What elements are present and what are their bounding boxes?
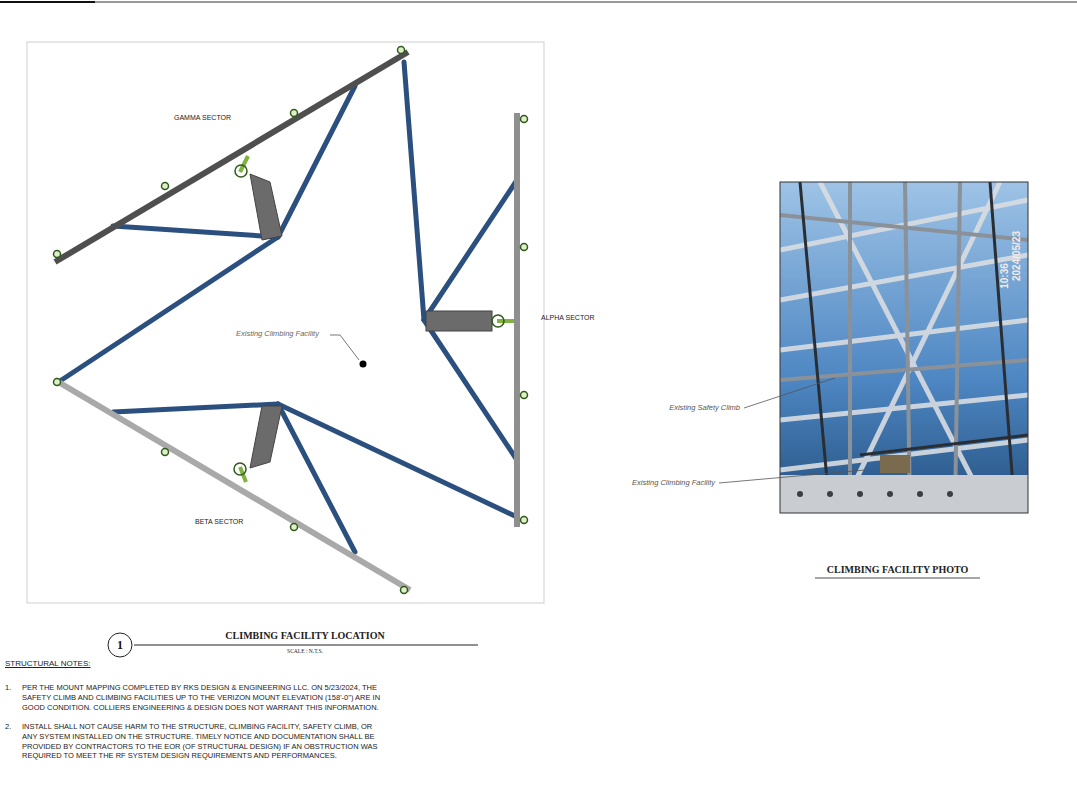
title-underline <box>815 578 980 579</box>
note-text: INSTALL SHALL NOT CAUSE HARM TO THE STRU… <box>22 722 382 761</box>
drawing-title: CLIMBING FACILITY PHOTO <box>790 564 1005 576</box>
sector-label: ALPHA SECTOR <box>541 314 595 322</box>
sector-label: GAMMA SECTOR <box>174 114 231 122</box>
sheet-border <box>0 2 1077 3</box>
scale-note: SCALE : N.T.S. <box>255 648 355 655</box>
leader-line <box>744 378 835 408</box>
note-number: 2. <box>5 722 11 731</box>
callout-outline <box>108 633 132 657</box>
photo-timestamp: 2024/05/23 <box>1011 231 1023 281</box>
mount-pipe <box>55 52 408 262</box>
note-text: PER THE MOUNT MAPPING COMPLETED BY RKS D… <box>22 683 382 712</box>
sector-label: BETA SECTOR <box>195 518 243 526</box>
photo-frame <box>780 182 1028 513</box>
drawing-frame <box>27 42 544 603</box>
sheet-border <box>0 1 95 3</box>
callout-label: Existing Climbing Facility <box>236 329 319 338</box>
drawing-title: CLIMBING FACILITY LOCATION <box>170 630 440 642</box>
callout-label: Existing Safety Climb <box>590 403 740 412</box>
leader-line <box>330 335 359 360</box>
pipe-clamp <box>234 165 504 475</box>
pipe-clamp <box>240 156 514 482</box>
callout-number: 1 <box>117 638 123 653</box>
standoff-arm <box>250 174 492 468</box>
pipe-clip <box>54 47 528 594</box>
photo-timestamp: 10:36 <box>999 263 1011 289</box>
mount-frame <box>57 62 517 552</box>
note-number: 1. <box>5 683 11 692</box>
title-line <box>134 645 478 646</box>
climbing-photo <box>780 182 1028 513</box>
mount-pipe <box>55 380 410 590</box>
notes-heading: STRUCTURAL NOTES: <box>5 659 91 669</box>
climbing-facility-dot <box>360 361 367 368</box>
mount-pipe <box>514 113 520 527</box>
callout-circle: 1 <box>107 632 133 658</box>
leader-line <box>719 470 865 483</box>
callout-label: Existing Climbing Facility <box>555 478 715 487</box>
